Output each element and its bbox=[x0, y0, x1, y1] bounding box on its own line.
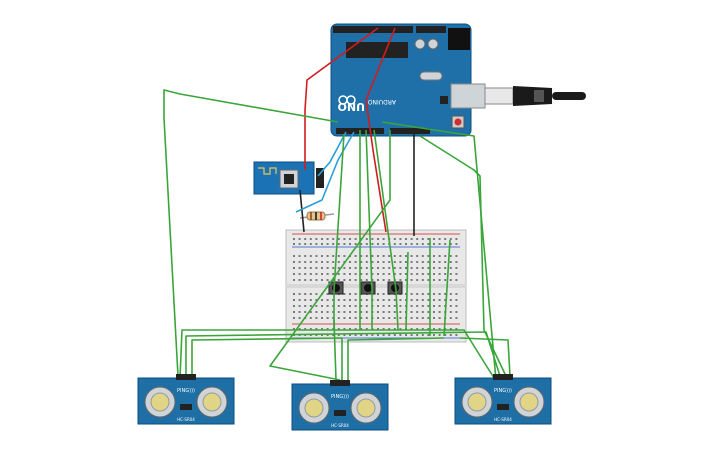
green-wire-rail-left-2 bbox=[191, 337, 343, 380]
green-wire-rail-right bbox=[459, 337, 511, 377]
green-wire-rail-left-3 bbox=[179, 329, 495, 379]
green-wire-bb-6 bbox=[443, 239, 451, 337]
push-button-2[interactable] bbox=[360, 281, 376, 295]
sensor-label: HC-SR04 bbox=[494, 417, 512, 422]
board-brand-label: UNO bbox=[338, 100, 366, 113]
green-wire-mid-sensor bbox=[269, 130, 391, 381]
resistor[interactable] bbox=[299, 211, 335, 221]
board-model-label: ARDUINO bbox=[367, 98, 396, 105]
ultrasonic-sensor-middle[interactable]: HC-SR04 PING))) bbox=[291, 380, 389, 431]
breadboard[interactable] bbox=[285, 229, 467, 343]
arduino-uno-board[interactable]: UNO ARDUINO bbox=[330, 23, 472, 137]
green-wire-rail-left-1 bbox=[185, 331, 501, 377]
sensor-side-label: PING))) bbox=[177, 388, 195, 394]
blue-wire-esp-tx bbox=[317, 131, 347, 177]
sensor-side-label: PING))) bbox=[331, 394, 349, 400]
ultrasonic-sensor-left[interactable]: HC-SR04 PING))) bbox=[137, 374, 235, 425]
esp8266-wifi-module[interactable] bbox=[253, 161, 324, 195]
green-wire-bb-4 bbox=[333, 133, 345, 330]
blue-wire-esp-rx bbox=[295, 131, 355, 213]
sensor-side-label: PING))) bbox=[494, 388, 512, 394]
green-wire-right-sensor bbox=[381, 121, 497, 381]
atmega-chip bbox=[346, 42, 408, 58]
arduino-logo-icon bbox=[338, 95, 356, 105]
sensor-label: HC-SR04 bbox=[177, 417, 195, 422]
green-wire-bb-7 bbox=[405, 251, 409, 331]
power-jack bbox=[448, 28, 470, 50]
ultrasonic-sensor-right[interactable]: HC-SR04 PING))) bbox=[454, 374, 552, 425]
green-wire-bb-2 bbox=[365, 129, 373, 330]
green-wire-mid-2 bbox=[333, 319, 337, 381]
green-wire-right-top bbox=[419, 135, 507, 377]
push-button-1[interactable] bbox=[328, 281, 344, 295]
usb-cable[interactable] bbox=[450, 83, 586, 109]
black-wire-esp-gnd bbox=[299, 189, 305, 233]
sensor-label: HC-SR04 bbox=[331, 423, 349, 428]
red-wire-breadboard bbox=[365, 27, 396, 233]
green-wire-rail-mid bbox=[347, 337, 445, 380]
green-wire-bb-3 bbox=[373, 129, 399, 331]
green-wire-left-sensor bbox=[163, 89, 339, 377]
red-wire-esp-power bbox=[304, 27, 379, 170]
wires bbox=[163, 27, 511, 381]
